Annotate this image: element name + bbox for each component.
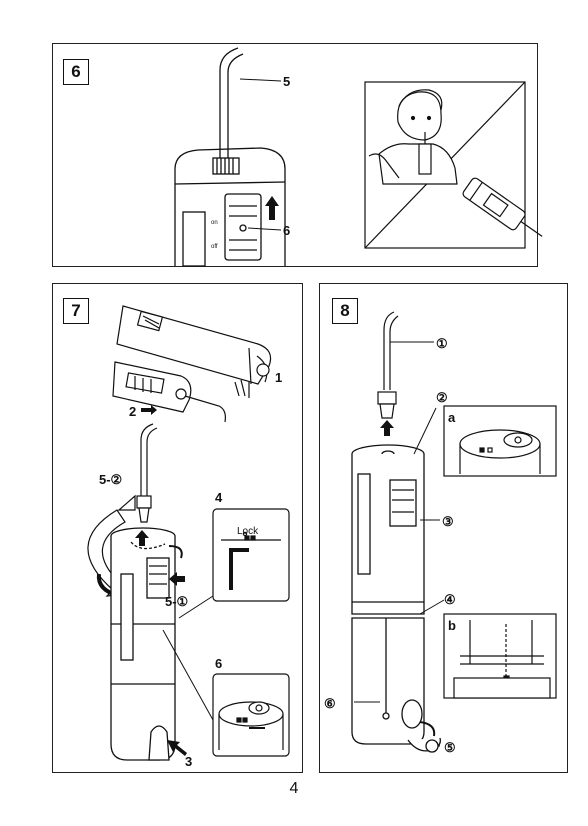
panel-6-illustration: on off 5 6 — [53, 44, 537, 266]
callout-1: ① — [436, 336, 448, 351]
callout-step-4: 4 — [215, 490, 223, 505]
inset-6 — [213, 674, 289, 756]
callout-5-2: 5-② — [99, 472, 122, 487]
switch-off-mark: off — [211, 244, 218, 250]
callout-3: ③ — [442, 514, 454, 529]
panel-6: 6 on off — [52, 43, 538, 267]
irrigator-body-7 — [111, 528, 175, 760]
callout-5: ⑤ — [444, 740, 456, 755]
inset-4 — [213, 509, 289, 601]
callout-5-1: 5-① — [165, 594, 188, 609]
up-arrow-icon — [380, 420, 394, 436]
inset-b-label: b — [448, 618, 456, 633]
right-arrow-icon — [141, 405, 157, 415]
inset-b — [444, 614, 556, 698]
lock-label: Lock — [237, 526, 259, 537]
callout-step-6: 6 — [215, 656, 222, 671]
panel-7: 7 1 2 5-② — [52, 283, 303, 773]
inset-a — [444, 406, 556, 476]
callout-5: 5 — [283, 74, 290, 89]
callout-4: ④ — [444, 592, 456, 607]
page-number: 4 — [0, 780, 588, 798]
inset-a-label: a — [448, 410, 456, 425]
nozzle-drawing — [137, 424, 157, 522]
irrigator-body-8 — [352, 445, 440, 752]
panel-8-illustration: ① ② ③ ④ ⑥ ⑤ — [320, 284, 567, 772]
callout-step-2: 2 — [129, 404, 136, 419]
callout-step-3: 3 — [185, 754, 192, 769]
usage-inset — [365, 82, 548, 248]
callout-6: 6 — [283, 223, 290, 238]
callout-6: ⑥ — [324, 696, 336, 711]
panel-8: 8 ① ② — [319, 283, 568, 773]
callout-step-1: 1 — [275, 370, 282, 385]
panel-7-illustration: 1 2 5-② — [53, 284, 302, 772]
switch-on-mark: on — [211, 220, 218, 226]
nozzle-8 — [378, 312, 398, 418]
callout-2: ② — [436, 390, 448, 405]
